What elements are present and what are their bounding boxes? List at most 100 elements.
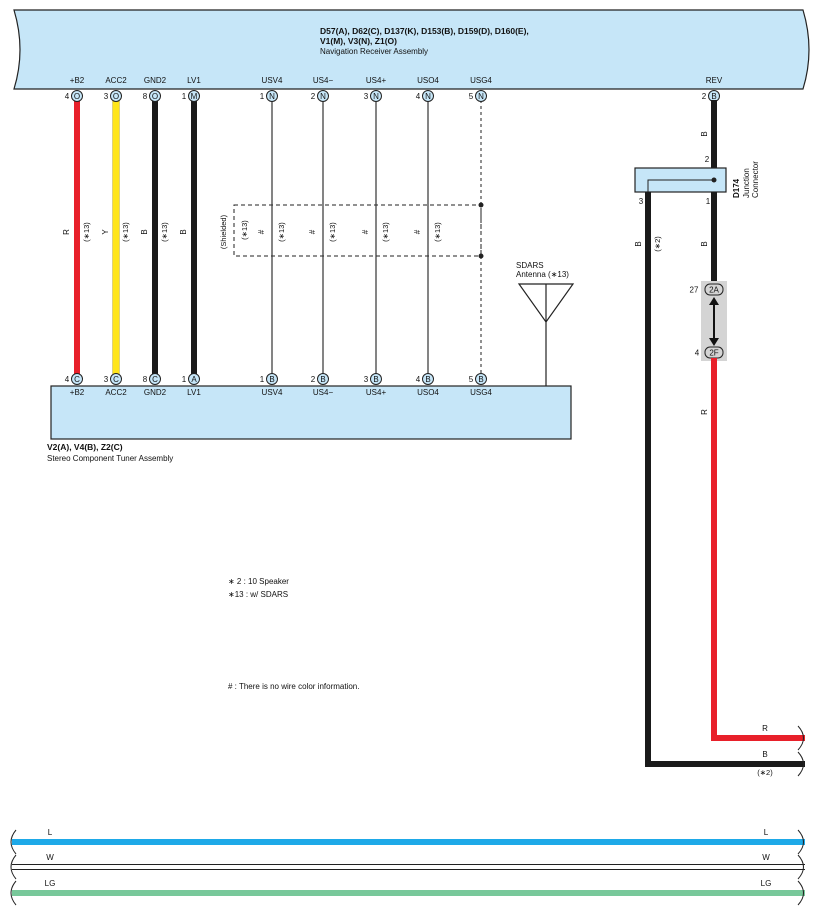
top-terminal-connector — [317, 90, 329, 102]
exit-red-break — [797, 725, 804, 751]
bottom-terminal-label: US4− — [313, 388, 334, 397]
inline-arrow-up — [709, 297, 719, 305]
sdars-antenna[interactable]: SDARS Antenna (∗13) — [516, 261, 575, 386]
top-assembly-box — [13, 9, 810, 90]
inline-connector-top[interactable] — [704, 283, 724, 296]
bottom-terminal-connector — [475, 373, 487, 385]
wire-8-color: # — [413, 229, 422, 234]
navigation-receiver-assembly[interactable]: D57(A), D62(C), D137(K), D153(B), D159(D… — [13, 9, 810, 90]
bottom-terminal-pin-number: 5 — [469, 375, 474, 384]
junction-pin-left: 3 — [639, 197, 644, 206]
top-terminal-b2[interactable]: O4+B2 — [65, 76, 85, 102]
note-sdars: ∗13 : w/ SDARS — [228, 590, 288, 599]
top-terminal-label: US4− — [313, 76, 334, 85]
wire-6-color: # — [308, 229, 317, 234]
junction-code: D174 — [732, 178, 741, 198]
top-terminals: O4+B2O3ACC2O8GND2M1LV1N1USV4N2US4−N3US4+… — [65, 76, 723, 102]
top-terminal-connector-code: N — [425, 92, 431, 101]
bottom-assembly-name: Stereo Component Tuner Assembly — [47, 454, 173, 463]
bottom-terminal-connector — [317, 373, 329, 385]
top-terminal-connector — [71, 90, 83, 102]
bottom-terminal-pin-number: 8 — [143, 375, 148, 384]
stereo-component-tuner-assembly[interactable] — [50, 385, 572, 440]
bottom-terminal-label: ACC2 — [105, 388, 127, 397]
top-terminal-label: USG4 — [470, 76, 492, 85]
bus-label-left: W — [46, 853, 54, 862]
top-assembly-codes-line2: V1(M), V3(N), Z1(O) — [320, 36, 397, 46]
bottom-terminal-pin-number: 3 — [364, 375, 369, 384]
bottom-terminal-connector-code: B — [425, 375, 430, 384]
note-speaker: ∗ 2 : 10 Speaker — [228, 577, 289, 586]
top-terminal-pin-number: 4 — [65, 92, 70, 101]
bottom-assembly-codes: V2(A), V4(B), Z2(C) — [47, 442, 123, 452]
bus-label-left: LG — [45, 879, 56, 888]
rev-wire-color-top: B — [700, 131, 709, 136]
note-hash: # : There is no wire color information. — [228, 682, 359, 691]
wire-7-note: (∗13) — [381, 222, 390, 242]
top-terminal-connector — [370, 90, 382, 102]
wire-8-note: (∗13) — [433, 222, 442, 242]
antenna-label-line1: SDARS — [516, 261, 544, 270]
top-terminal-pin-number: 3 — [104, 92, 109, 101]
top-terminal-label: GND2 — [144, 76, 167, 85]
top-terminal-connector-code: O — [152, 92, 158, 101]
rev-wire-color-red: R — [700, 409, 709, 415]
bottom-terminal-connector — [266, 373, 278, 385]
top-terminal-pin-number: 1 — [182, 92, 187, 101]
bus-break-left — [10, 829, 17, 855]
bottom-terminal-label: +B2 — [70, 388, 85, 397]
shield-box — [233, 204, 482, 257]
wire-6-note: (∗13) — [328, 222, 337, 242]
wires — [74, 100, 482, 375]
rev-wire-red — [711, 358, 805, 741]
top-terminal-label: LV1 — [187, 76, 201, 85]
bottom-terminal-label: USV4 — [262, 388, 283, 397]
wire-1-color: R — [62, 229, 71, 235]
bottom-terminal-label: GND2 — [144, 388, 167, 397]
bottom-terminal-label: USO4 — [417, 388, 439, 397]
bottom-terminal-connector-code: C — [74, 375, 80, 384]
top-terminal-label: REV — [706, 76, 723, 85]
inline-arrow-down — [709, 338, 719, 346]
bus-break-left — [10, 880, 17, 906]
wire-4-note: (Shielded) — [219, 214, 228, 249]
top-terminal-pin-number: 4 — [416, 92, 421, 101]
bottom-terminal-connector-code: C — [113, 375, 119, 384]
wire-3-note: (∗13) — [160, 222, 169, 242]
bottom-terminal-connector — [71, 373, 83, 385]
inline-connector-top-pin: 27 — [690, 286, 699, 295]
wire-2-color: Y — [101, 229, 110, 235]
bottom-terminal-pin-number: 3 — [104, 375, 109, 384]
top-terminal-connector-code: O — [74, 92, 80, 101]
top-terminal-pin-number: 1 — [260, 92, 265, 101]
bottom-terminal-b2[interactable]: C4+B2 — [65, 373, 85, 398]
top-terminal-connector-code: N — [478, 92, 484, 101]
wire-5-note: (∗13) — [277, 222, 286, 242]
top-terminal-connector — [422, 90, 434, 102]
bottom-terminal-label: LV1 — [187, 388, 201, 397]
rev-wire-color-mid: B — [700, 241, 709, 246]
top-terminal-label: +B2 — [70, 76, 85, 85]
exit-black-label: B — [762, 750, 767, 759]
bus-label-right: L — [764, 828, 769, 837]
top-assembly-codes-line1: D57(A), D62(C), D137(K), D153(B), D159(D… — [320, 26, 529, 36]
top-terminal-pin-number: 3 — [364, 92, 369, 101]
